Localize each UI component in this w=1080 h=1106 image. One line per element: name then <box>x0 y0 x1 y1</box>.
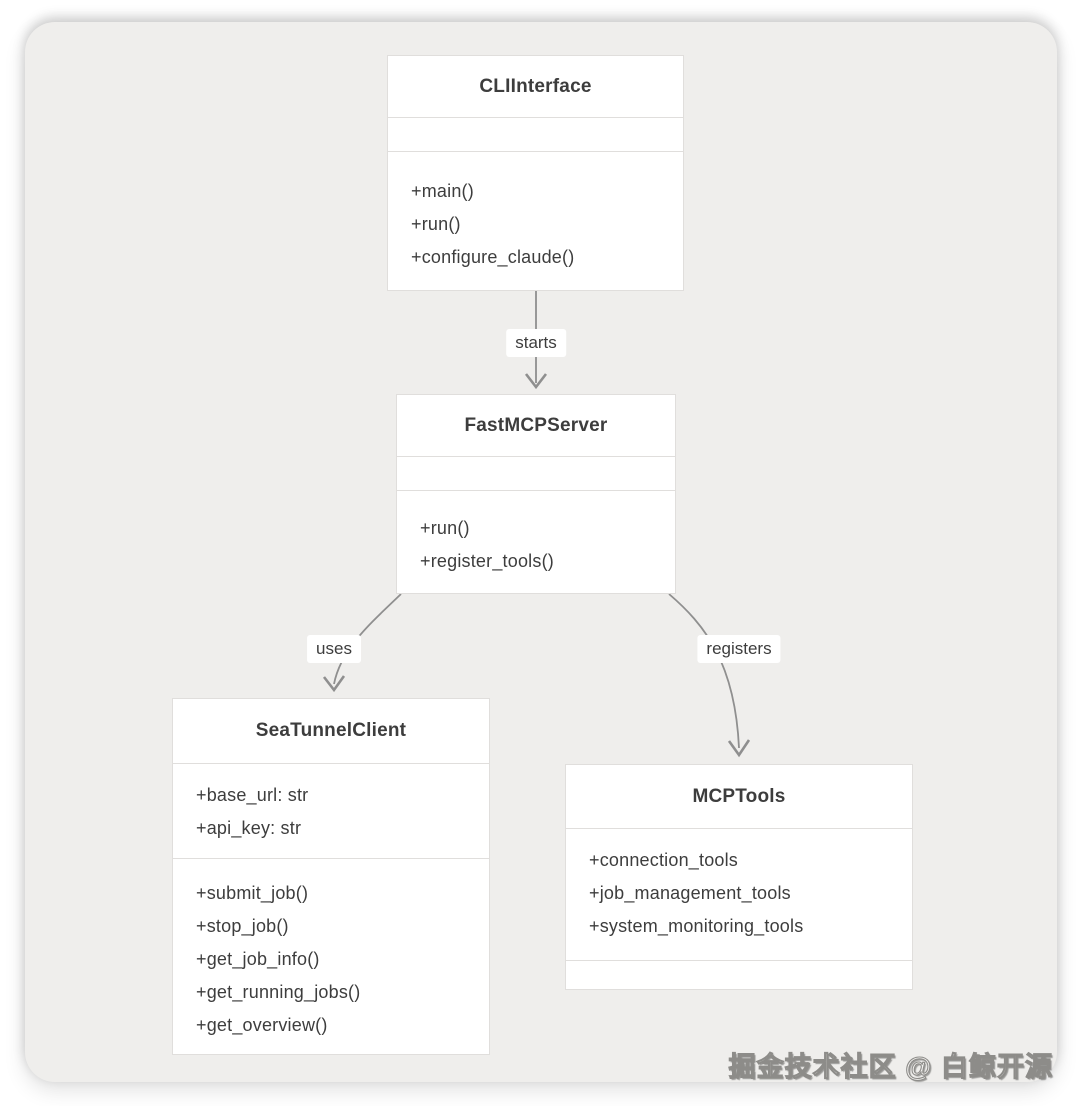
attribute-row: +system_monitoring_tools <box>589 916 804 936</box>
class-methods-section: +submit_job() +stop_job() +get_job_info(… <box>173 859 489 1054</box>
method-row: +run() <box>411 214 461 234</box>
method-row: +get_overview() <box>196 1015 328 1035</box>
edge-label-starts: starts <box>506 329 566 357</box>
class-methods-section <box>566 961 912 989</box>
class-attributes-section <box>388 118 683 152</box>
attribute-row: +api_key: str <box>196 818 302 838</box>
class-box-seatunnelclient: SeaTunnelClient +base_url: str +api_key:… <box>172 698 490 1055</box>
class-methods-section: +main() +run() +configure_claude() <box>388 152 683 290</box>
method-row: +run() <box>420 518 470 538</box>
class-methods-section: +run() +register_tools() <box>397 491 675 593</box>
method-row: +get_running_jobs() <box>196 982 361 1002</box>
class-box-mcptools: MCPTools +connection_tools +job_manageme… <box>565 764 913 990</box>
class-title: SeaTunnelClient <box>173 699 489 764</box>
attribute-row: +job_management_tools <box>589 883 791 903</box>
class-attributes-section: +base_url: str +api_key: str <box>173 764 489 859</box>
class-title: FastMCPServer <box>397 395 675 457</box>
class-attributes-section <box>397 457 675 491</box>
method-row: +configure_claude() <box>411 247 575 267</box>
method-row: +stop_job() <box>196 916 289 936</box>
watermark-text: 掘金技术社区 @ 白鲸开源 <box>728 1051 1053 1082</box>
edge-label-uses: uses <box>307 635 361 663</box>
method-row: +register_tools() <box>420 551 554 571</box>
class-title: CLIInterface <box>388 56 683 118</box>
class-box-cliinterface: CLIInterface +main() +run() +configure_c… <box>387 55 684 291</box>
method-row: +get_job_info() <box>196 949 320 969</box>
class-title: MCPTools <box>566 765 912 829</box>
edge-label-registers: registers <box>697 635 781 663</box>
method-row: +submit_job() <box>196 883 309 903</box>
method-row: +main() <box>411 181 474 201</box>
attribute-row: +connection_tools <box>589 850 739 870</box>
class-box-fastmcpserver: FastMCPServer +run() +register_tools() <box>396 394 676 594</box>
attribute-row: +base_url: str <box>196 785 309 805</box>
class-attributes-section: +connection_tools +job_management_tools … <box>566 829 912 961</box>
